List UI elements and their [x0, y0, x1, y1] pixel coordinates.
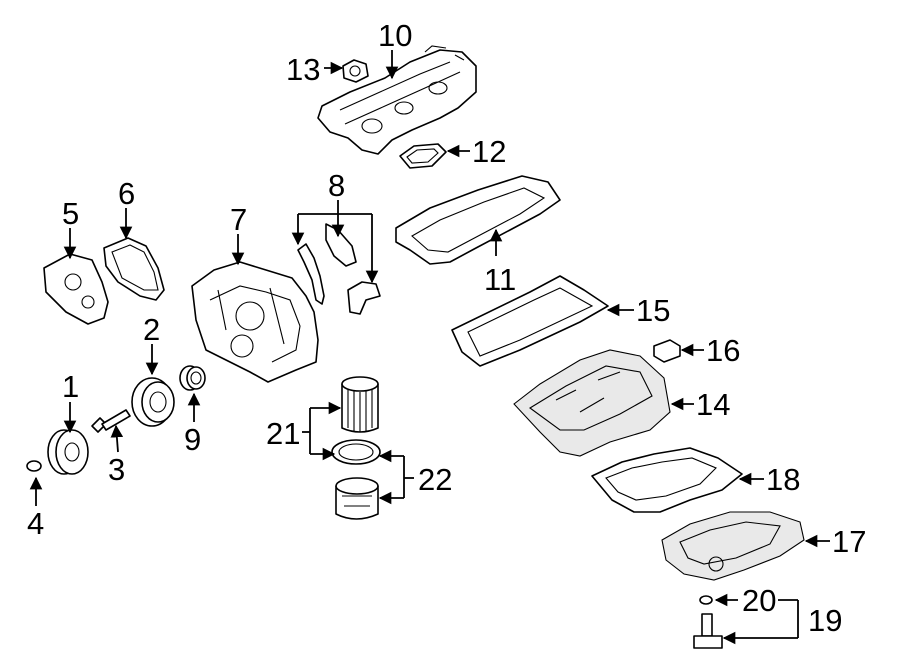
part-oil-pan-14	[513, 349, 671, 457]
part-lower-pan-17	[661, 511, 805, 581]
callout-21: 21	[266, 416, 300, 451]
callout-10: 10	[378, 18, 412, 53]
callout-8: 8	[328, 168, 345, 203]
callout-17: 17	[832, 524, 866, 559]
part-gasket-18	[591, 447, 743, 513]
part-pulley-2	[131, 377, 175, 427]
part-seal-13	[342, 59, 369, 83]
callout-3: 3	[108, 452, 125, 487]
callout-15: 15	[636, 293, 670, 328]
part-gasket-12	[399, 143, 447, 169]
callout-4: 4	[27, 506, 44, 541]
callout-2: 2	[143, 312, 160, 347]
part-oring-22	[331, 439, 381, 465]
part-clip-4	[26, 460, 42, 472]
callout-12: 12	[472, 134, 506, 169]
callout-7: 7	[230, 202, 247, 237]
part-filter-housing-22	[335, 477, 379, 520]
callout-19: 19	[808, 603, 842, 638]
callout-16: 16	[706, 333, 740, 368]
callout-9: 9	[184, 422, 201, 457]
part-oil-filter-21	[341, 376, 379, 433]
callout-22: 22	[418, 462, 452, 497]
part-drain-plug-19	[693, 613, 723, 649]
part-gasket-11	[395, 175, 561, 265]
part-sensor-16	[653, 339, 681, 363]
part-cover-5	[43, 253, 109, 325]
part-damper-1	[47, 429, 89, 475]
part-brackets-8	[297, 223, 381, 315]
part-seal-9	[179, 365, 206, 391]
part-gasket-6	[103, 237, 165, 301]
callout-11: 11	[484, 262, 516, 297]
part-timing-cover-7	[191, 261, 319, 383]
part-bolt-3	[91, 409, 131, 433]
callout-labels: 1 2 3 4 5 6 7 8 9 10 11 12 13 14 15 16 1…	[27, 18, 866, 638]
leader-lines	[29, 50, 830, 645]
callout-6: 6	[118, 176, 135, 211]
part-valve-cover	[317, 45, 477, 155]
callout-20: 20	[742, 583, 776, 618]
part-gasket-15	[451, 275, 609, 367]
callout-18: 18	[766, 462, 800, 497]
part-washer-20	[699, 595, 713, 605]
callout-13: 13	[286, 52, 320, 87]
callout-1: 1	[62, 369, 79, 404]
callout-14: 14	[696, 387, 730, 422]
callout-5: 5	[62, 196, 79, 231]
